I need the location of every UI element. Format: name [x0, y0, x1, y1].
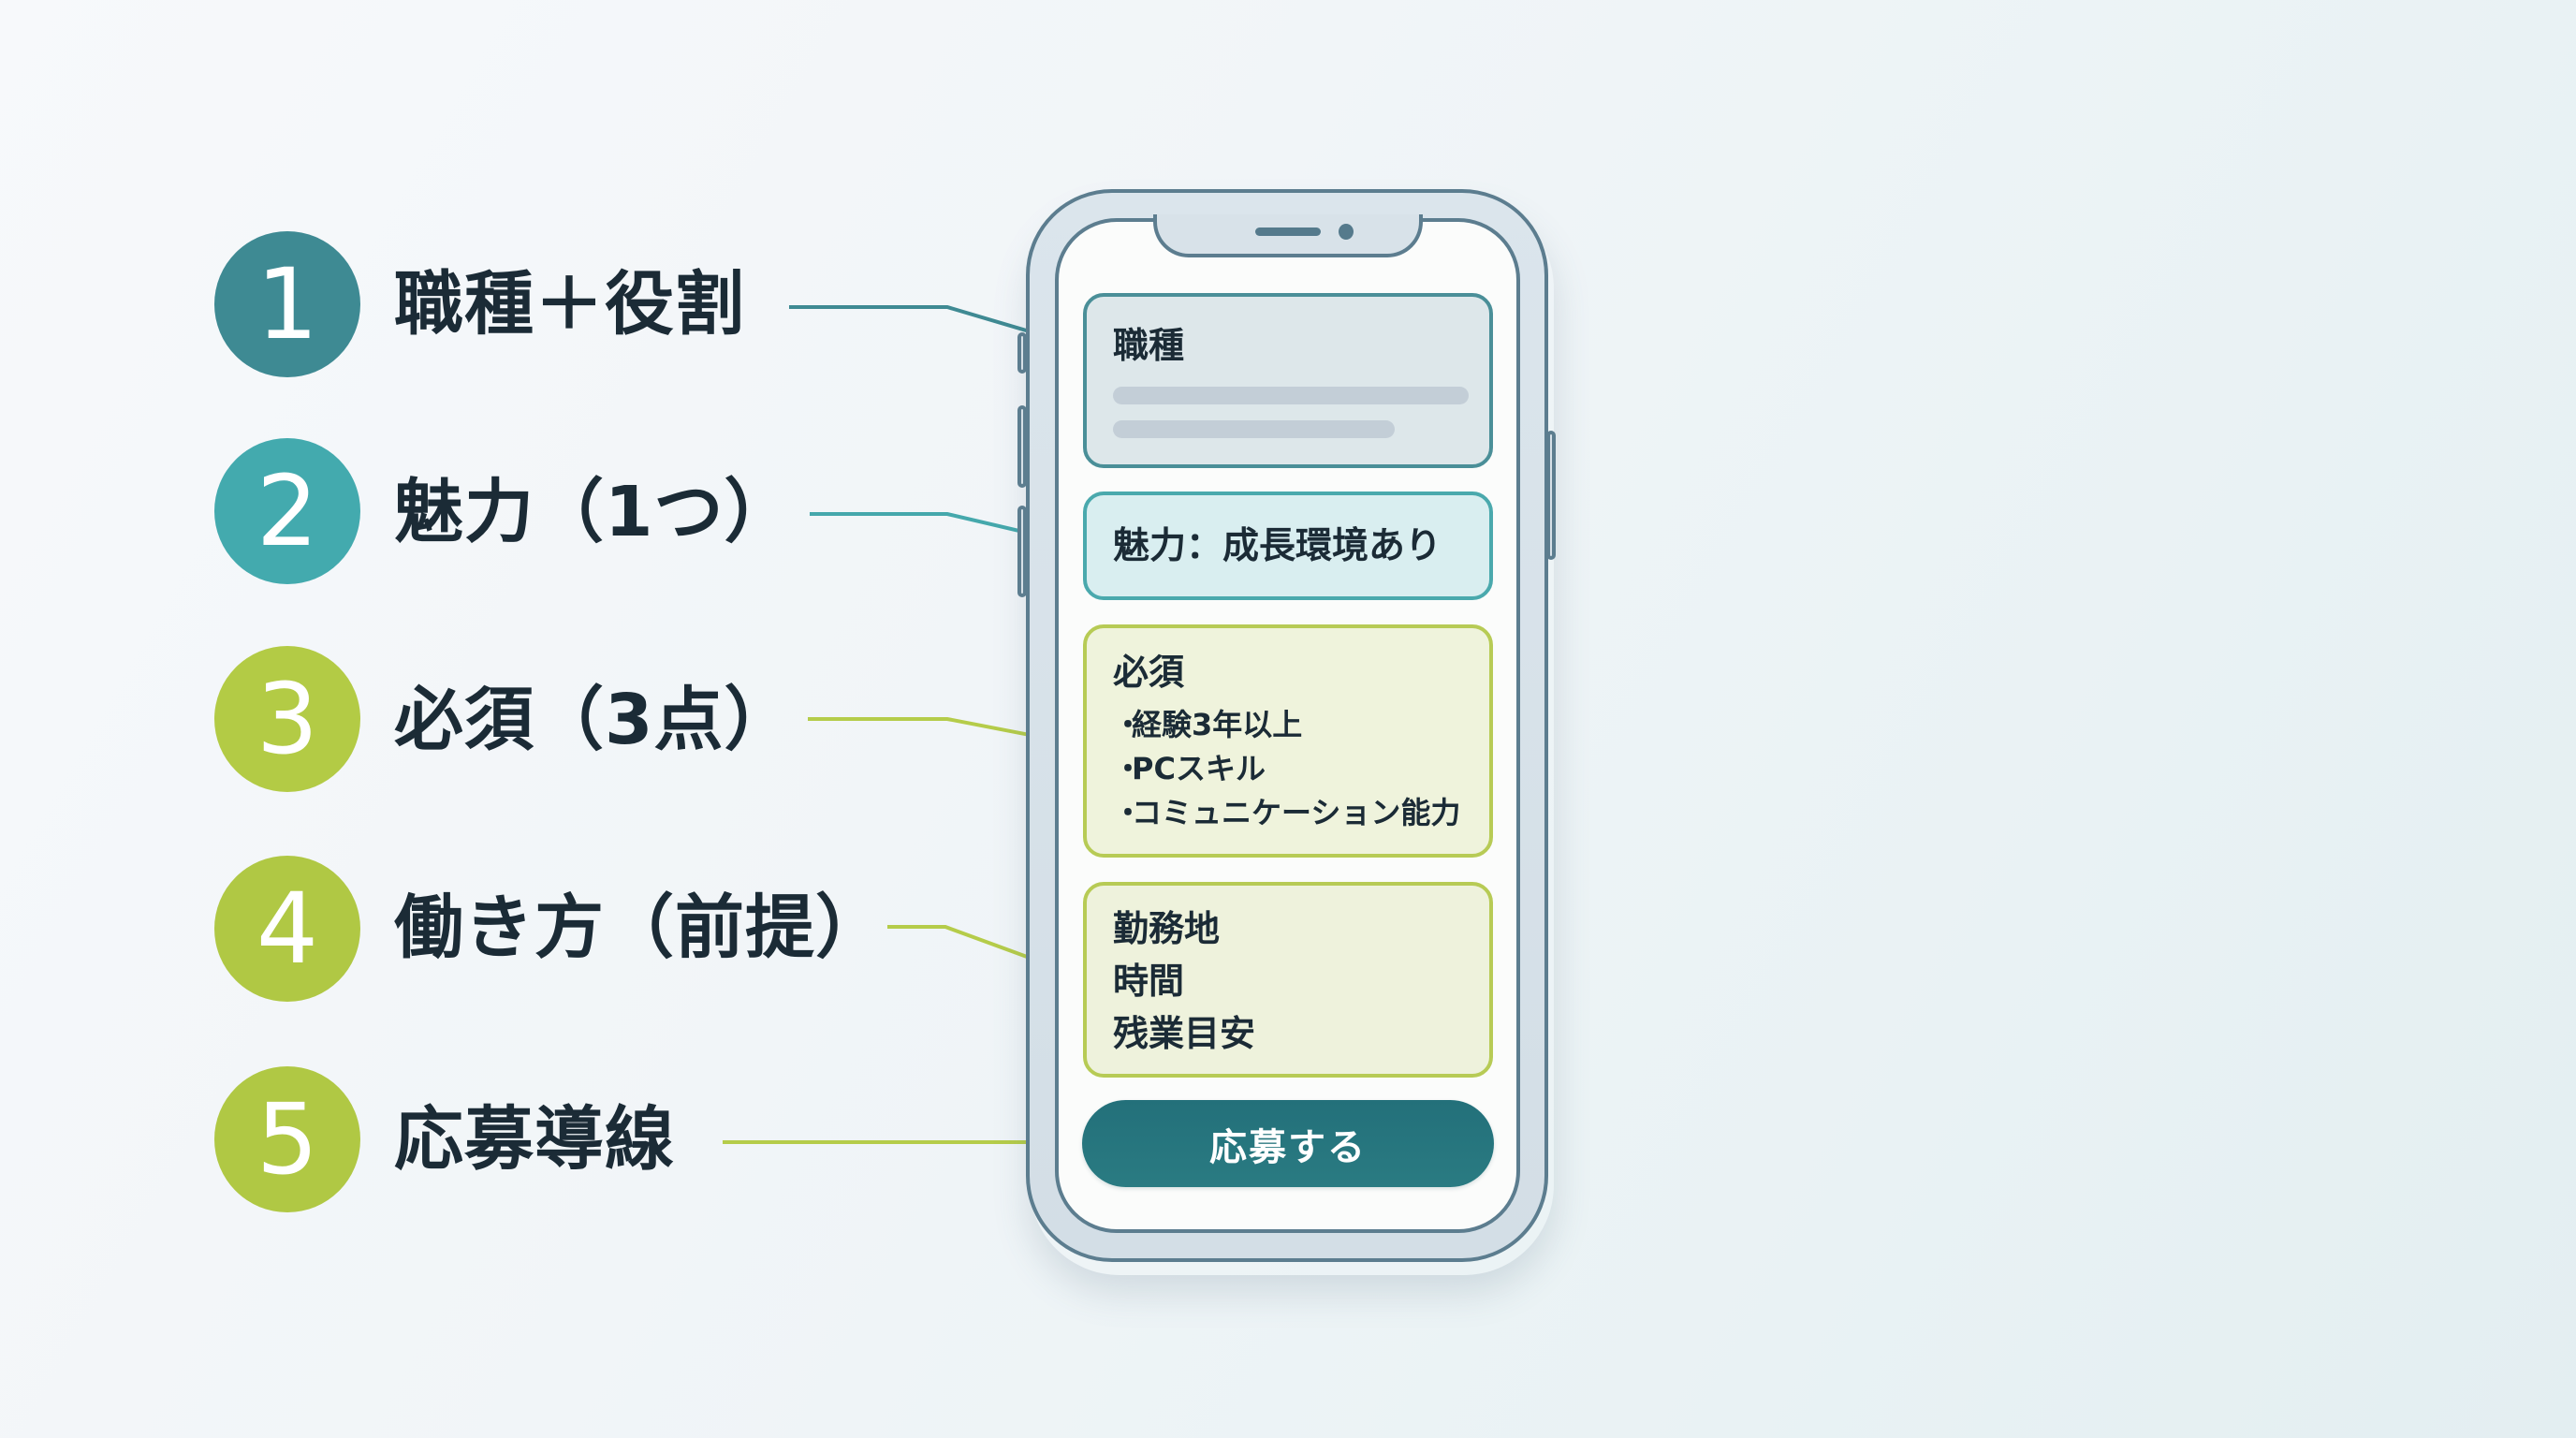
apply-button[interactable]: 応募する: [1082, 1100, 1494, 1187]
phone-side-button-volume-down: [1017, 506, 1027, 597]
step-3-number: 3: [256, 662, 319, 776]
camera-icon: [1339, 224, 1354, 240]
phone-side-button-volume-up: [1017, 405, 1027, 488]
step-4-number: 4: [256, 872, 319, 986]
step-2-number: 2: [256, 454, 319, 568]
appeal-card: 魅力：成長環境あり: [1083, 492, 1493, 600]
step-4-badge: 4: [214, 856, 360, 1002]
step-1-badge: 1: [214, 231, 360, 377]
placeholder-line-1: [1113, 387, 1469, 404]
requirement-item: ・PCスキル: [1113, 747, 1489, 791]
step-3-badge: 3: [214, 646, 360, 792]
bullet-icon: ・: [1113, 707, 1144, 742]
step-2-label: 魅力（1つ）: [394, 472, 795, 552]
step-2-badge: 2: [214, 438, 360, 584]
speaker-icon: [1255, 227, 1321, 236]
requirement-item: ・経験3年以上: [1113, 703, 1489, 747]
requirement-item: ・コミュニケーション能力: [1113, 791, 1489, 835]
step-5-number: 5: [256, 1082, 319, 1196]
step-5-badge: 5: [214, 1066, 360, 1212]
step-5-label: 応募導線: [394, 1099, 675, 1180]
step-4-label: 働き方（前提）: [394, 888, 886, 968]
bullet-icon: ・: [1113, 795, 1144, 830]
requirements-card: 必須 ・経験3年以上 ・PCスキル ・コミュニケーション能力: [1083, 624, 1493, 858]
job-title-card: 職種: [1083, 293, 1493, 468]
step-1-number: 1: [256, 247, 319, 361]
condition-location: 勤務地: [1113, 908, 1221, 949]
conditions-card: 勤務地 時間 残業目安: [1083, 882, 1493, 1078]
step-1-label: 職種＋役割: [394, 264, 745, 345]
placeholder-line-2: [1113, 420, 1395, 438]
step-3-label: 必須（3点）: [394, 680, 795, 760]
job-title-heading: 職種: [1113, 325, 1185, 366]
appeal-text: 魅力：成長環境あり: [1113, 524, 1442, 567]
bullet-icon: ・: [1113, 751, 1144, 786]
phone-side-button-power: [1546, 431, 1556, 560]
condition-hours: 時間: [1113, 961, 1185, 1002]
requirements-heading: 必須: [1113, 652, 1185, 693]
phone-side-button-mute: [1017, 332, 1027, 374]
condition-overtime: 残業目安: [1113, 1013, 1256, 1054]
phone-notch: [1153, 214, 1423, 257]
